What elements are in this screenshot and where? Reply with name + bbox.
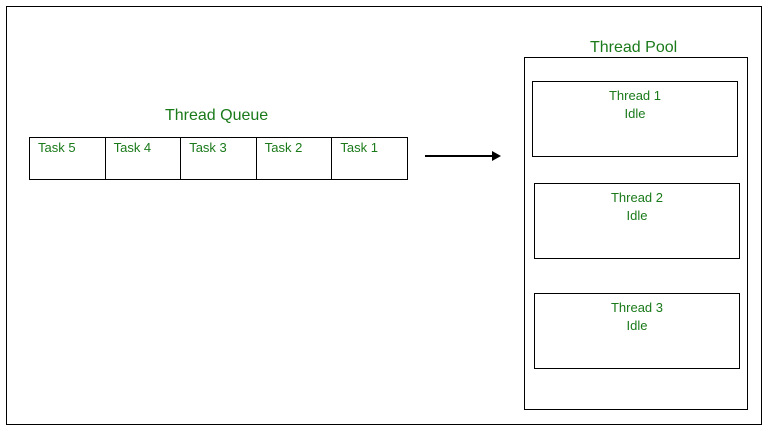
thread-box-3: Thread 3 Idle bbox=[534, 293, 740, 369]
thread-status: Idle bbox=[626, 318, 648, 333]
task-label: Task 1 bbox=[340, 140, 378, 155]
task-label: Task 4 bbox=[113, 140, 152, 155]
thread-name: Thread 2 bbox=[610, 190, 664, 205]
thread-queue: Task 5 Task 4 Task 3 Task 2 Task 1 bbox=[29, 137, 408, 180]
thread-name: Thread 3 bbox=[610, 300, 664, 315]
queue-cell: Task 4 bbox=[106, 138, 182, 179]
task-label: Task 5 bbox=[38, 140, 76, 155]
thread-box-1: Thread 1 Idle bbox=[532, 81, 738, 157]
queue-cell: Task 2 bbox=[257, 138, 333, 179]
queue-cell: Task 5 bbox=[30, 138, 106, 179]
thread-status: Idle bbox=[626, 208, 648, 223]
thread-box-2: Thread 2 Idle bbox=[534, 183, 740, 259]
thread-pool bbox=[524, 57, 748, 410]
thread-name: Thread 1 bbox=[608, 88, 662, 103]
task-label: Task 2 bbox=[264, 140, 303, 155]
diagram-frame bbox=[6, 6, 762, 425]
queue-cell: Task 1 bbox=[332, 138, 407, 179]
queue-cell: Task 3 bbox=[181, 138, 257, 179]
task-label: Task 3 bbox=[189, 140, 227, 155]
thread-pool-title: Thread Pool bbox=[590, 39, 678, 56]
thread-status: Idle bbox=[624, 106, 646, 121]
thread-queue-title: Thread Queue bbox=[165, 107, 269, 124]
flow-arrow-icon bbox=[425, 151, 501, 161]
